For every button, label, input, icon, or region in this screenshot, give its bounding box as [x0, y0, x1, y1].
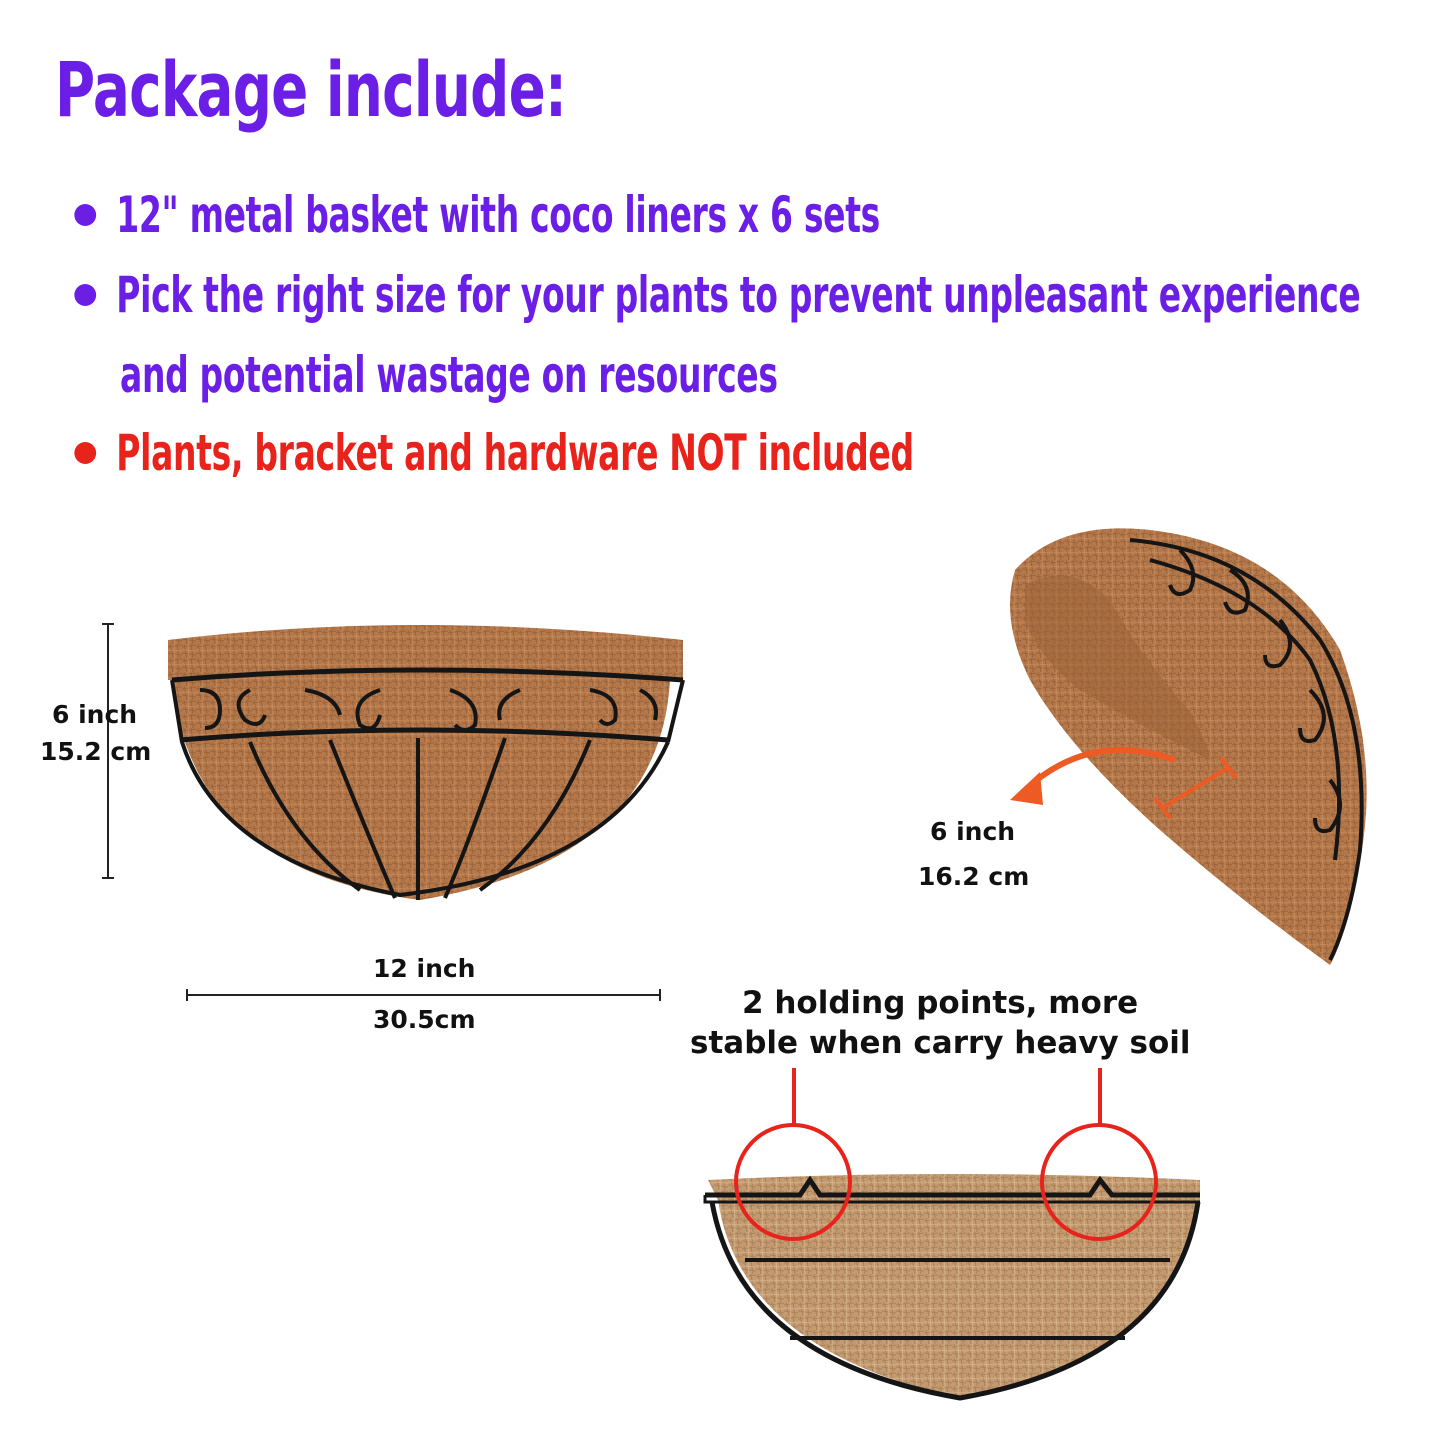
height-inch-label: 6 inch	[52, 700, 138, 729]
width-inch-label: 12 inch	[373, 954, 476, 983]
bullet-item-2-continuation: and potential wastage on resources	[120, 346, 778, 404]
bullet-text: 12" metal basket with coco liners x 6 se…	[116, 186, 880, 244]
width-dimension-line	[186, 989, 661, 1001]
height-cm-label: 15.2 cm	[40, 737, 152, 766]
bullet-item-2: Pick the right size for your plants to p…	[74, 270, 1361, 320]
depth-inch-label: 6 inch	[930, 817, 1016, 846]
holding-point-marker-right	[1040, 1068, 1158, 1241]
height-dimension-line	[102, 623, 114, 879]
front-basket-image	[168, 625, 685, 900]
bullet-text: Pick the right size for your plants to p…	[116, 266, 1361, 324]
side-basket-image	[1010, 528, 1367, 965]
bullet-dot-icon	[74, 441, 97, 464]
bullet-text: Plants, bracket and hardware NOT include…	[116, 424, 914, 482]
back-basket-image	[703, 1174, 1201, 1401]
width-cm-label: 30.5cm	[373, 1005, 476, 1034]
bullet-item-3: Plants, bracket and hardware NOT include…	[74, 428, 914, 478]
depth-cm-label: 16.2 cm	[918, 862, 1030, 891]
bullet-item-1: 12" metal basket with coco liners x 6 se…	[74, 190, 880, 240]
depth-dimension-marker	[1153, 756, 1238, 820]
holding-points-caption-line2: stable when carry heavy soil	[690, 1025, 1191, 1061]
bullet-dot-icon	[74, 283, 97, 306]
rotate-arrow-icon	[1010, 747, 1176, 805]
holding-points-caption-line1: 2 holding points, more	[742, 985, 1139, 1021]
page-title: Package include:	[55, 45, 567, 134]
holding-point-marker-left	[734, 1068, 852, 1241]
bullet-dot-icon	[74, 203, 97, 226]
